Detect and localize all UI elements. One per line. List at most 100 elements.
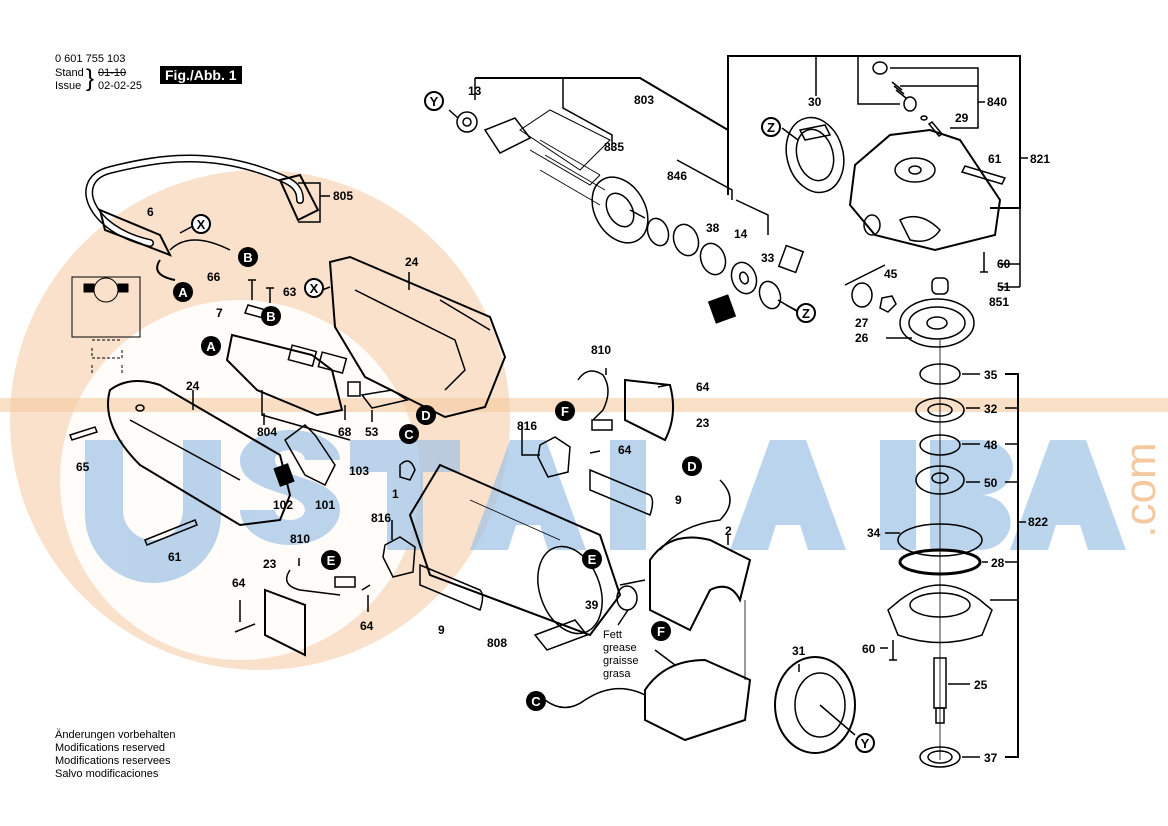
bevel-gear-30 xyxy=(785,116,845,194)
brace: } xyxy=(86,65,95,92)
connector-810-bottom xyxy=(334,576,356,588)
label-9-bottom: 9 xyxy=(438,623,445,637)
bearing-14 xyxy=(730,261,758,295)
bracket-821 xyxy=(727,55,1021,209)
gear-housing xyxy=(848,128,1002,252)
part-number: 0 601 755 103 xyxy=(55,53,126,65)
watermark-letter-a1 xyxy=(470,440,586,550)
label-6: 6 xyxy=(147,205,154,219)
stand-value: 01-10 xyxy=(98,67,127,79)
callout-a-cord: A xyxy=(173,282,193,302)
bracket-822 xyxy=(1005,373,1019,758)
label-30: 30 xyxy=(808,95,822,109)
bracket-14 xyxy=(735,199,769,235)
switch-assembly xyxy=(225,333,351,441)
watermark-suffix: .com xyxy=(1116,442,1165,537)
label-33: 33 xyxy=(761,251,775,265)
watermark-letter-u xyxy=(85,440,221,583)
screw-60-bottom xyxy=(889,640,897,661)
armature xyxy=(456,109,649,244)
flange-housing xyxy=(887,584,993,644)
callout-c-switch: C xyxy=(399,424,419,444)
seal-33 xyxy=(758,280,782,310)
screw-60-top xyxy=(980,252,988,273)
label-35: 35 xyxy=(984,368,998,382)
watermark-letter-a2 xyxy=(730,440,846,550)
callout-d-wire: D xyxy=(682,456,702,476)
notice-de: Änderungen vorbehalten xyxy=(55,729,176,741)
label-803: 803 xyxy=(634,93,655,107)
notice-es: Salvo modificaciones xyxy=(55,768,159,780)
label-68: 68 xyxy=(338,425,352,439)
callout-b-switch: B xyxy=(261,306,281,326)
label-39: 39 xyxy=(585,598,599,612)
label-810-bottom: 810 xyxy=(290,532,311,546)
callout-b-cord: B xyxy=(238,247,258,267)
grease-note-de: Fett xyxy=(603,629,622,641)
pin-840 xyxy=(903,96,917,112)
screw-64-b xyxy=(589,450,601,454)
bearing-32 xyxy=(915,397,965,423)
connector-810-top xyxy=(591,419,613,431)
field-coil-upper xyxy=(649,536,752,632)
callout-x-housing: X xyxy=(304,278,324,298)
watermark-letters xyxy=(85,430,1126,583)
callout-x-cord: X xyxy=(191,214,211,234)
label-26: 26 xyxy=(855,331,869,345)
ring-38 xyxy=(699,242,727,276)
callout-a-switch: A xyxy=(201,336,221,356)
label-61-handle: 61 xyxy=(168,550,182,564)
label-38: 38 xyxy=(706,221,720,235)
label-101: 101 xyxy=(315,498,336,512)
label-50: 50 xyxy=(984,476,998,490)
label-53: 53 xyxy=(365,425,379,439)
sleeve-51 xyxy=(931,277,949,295)
field-coil-lower xyxy=(644,658,752,742)
cover-9-top xyxy=(589,468,654,517)
o-ring-29 xyxy=(920,115,928,121)
label-822: 822 xyxy=(1028,515,1049,529)
gear-26 xyxy=(899,298,975,348)
label-28: 28 xyxy=(991,556,1005,570)
label-64-left: 64 xyxy=(232,576,246,590)
label-61-top: 61 xyxy=(988,152,1002,166)
screw-61 xyxy=(960,165,1007,185)
pin-29 xyxy=(927,121,944,137)
label-102: 102 xyxy=(273,498,294,512)
label-37: 37 xyxy=(984,751,998,765)
label-14: 14 xyxy=(734,227,748,241)
bracket-840-left xyxy=(857,56,900,105)
notice-fr: Modifications reservees xyxy=(55,755,171,767)
brush-holder-816-bottom xyxy=(382,536,416,578)
label-808: 808 xyxy=(487,636,508,650)
label-27: 27 xyxy=(855,316,869,330)
grease-note: Fett grease graisse grasa xyxy=(603,629,638,681)
screw-64-d xyxy=(234,623,256,633)
label-24-top: 24 xyxy=(405,255,419,269)
cover-23-bottom xyxy=(264,588,306,657)
screw-64-a xyxy=(657,384,669,388)
o-ring-28 xyxy=(898,548,982,576)
label-65: 65 xyxy=(76,460,90,474)
wiring-schematic xyxy=(71,276,141,375)
callout-d-switch: D xyxy=(416,405,436,425)
label-64-mid: 64 xyxy=(618,443,632,457)
wire-d xyxy=(659,479,731,551)
circlip-48 xyxy=(919,434,961,456)
label-7: 7 xyxy=(216,306,223,320)
stand-label: Stand xyxy=(55,67,84,79)
bearing-cap xyxy=(707,294,737,324)
wire-810-bottom xyxy=(285,569,341,596)
bracket-803 xyxy=(475,77,729,195)
bracket-835 xyxy=(562,78,613,150)
screw-63 xyxy=(266,287,274,303)
grease-pad-39 xyxy=(616,585,638,611)
grease-note-fr: graisse xyxy=(603,655,639,667)
spring-102 xyxy=(273,463,295,487)
callout-z-seal: Z xyxy=(796,303,816,323)
screw-64-c xyxy=(361,584,371,591)
nut-45 xyxy=(879,295,897,313)
washer-846 xyxy=(672,223,700,257)
